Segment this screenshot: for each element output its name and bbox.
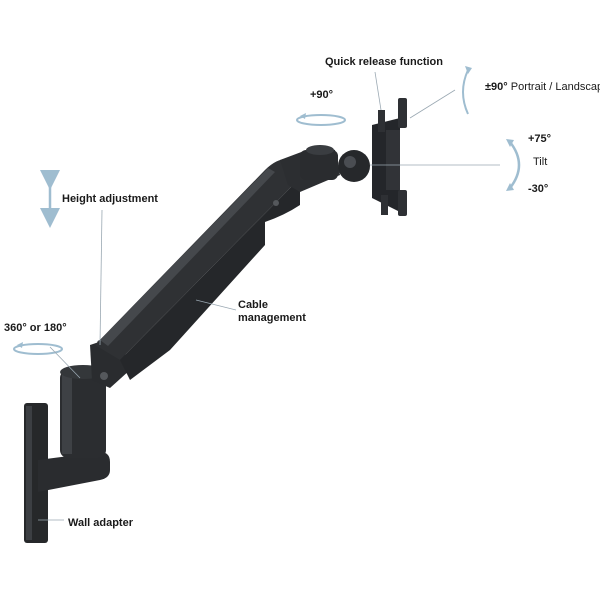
height-adjustment-label: Height adjustment	[62, 193, 158, 205]
main-arm	[95, 158, 300, 380]
cable-management-label-line2: management	[238, 312, 306, 324]
portrait-rotation-icon	[462, 66, 472, 115]
quick-release-label: Quick release function	[325, 56, 443, 68]
wall-adapter-label: Wall adapter	[68, 517, 133, 529]
tilt-label: Tilt	[533, 156, 548, 168]
tilt-down-label: -30°	[528, 183, 549, 195]
tilt-arc-icon	[506, 139, 521, 191]
vesa-plate	[372, 98, 407, 216]
leader-lines	[38, 71, 500, 521]
wall-plate	[24, 403, 110, 543]
swivel-ellipse-icon	[13, 342, 63, 355]
cable-management-label-line1: Cable	[238, 299, 268, 311]
elbow-joint	[280, 145, 340, 192]
portrait-degrees: ±90°	[485, 81, 508, 93]
rotation-ellipse-icon	[296, 113, 346, 126]
swivel-label: 360° or 180°	[4, 322, 67, 334]
rotation-plus90-label: +90°	[310, 89, 334, 101]
portrait-landscape-label: ±90° Portrait / Landscape	[485, 81, 600, 94]
tilt-head	[338, 150, 370, 182]
tilt-up-label: +75°	[528, 133, 552, 145]
portrait-landscape-text: Portrait / Landscape	[510, 81, 600, 93]
